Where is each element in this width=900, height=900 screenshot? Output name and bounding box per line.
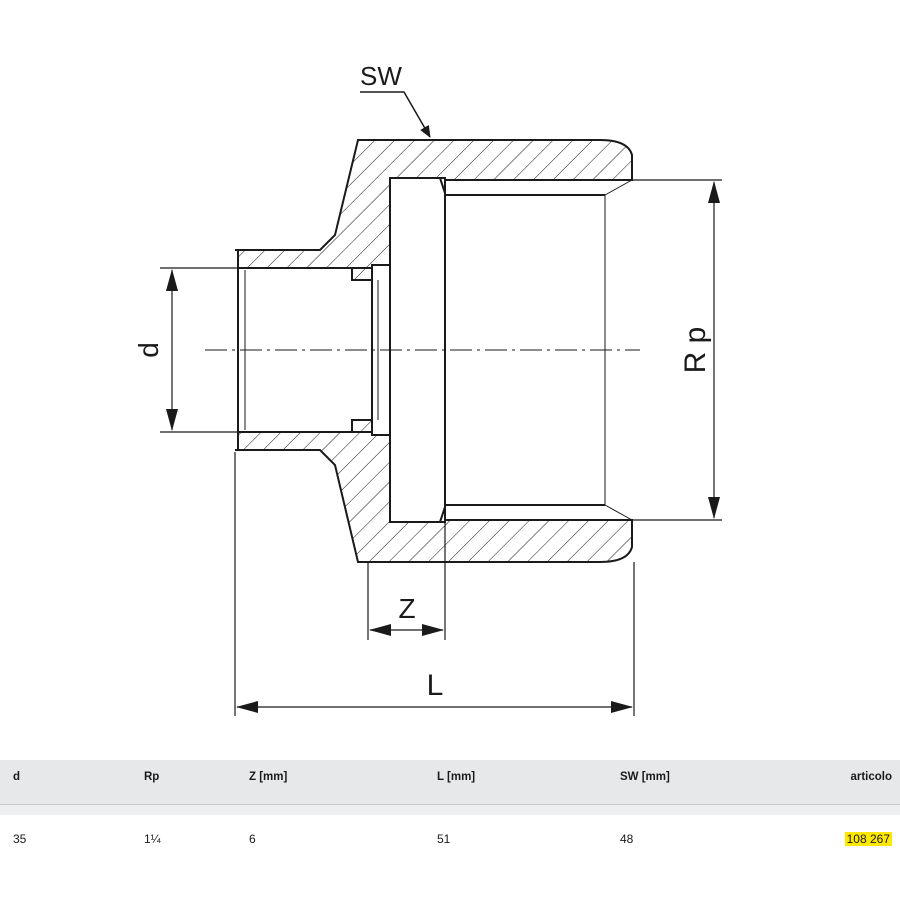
header-sw: SW [mm] [620, 771, 670, 783]
cell-articolo: 108 267 [844, 815, 892, 863]
fitting-top-wall [235, 139, 633, 281]
header-z: Z [mm] [249, 771, 288, 783]
z-label: Z [398, 593, 415, 624]
header-divider [0, 805, 900, 815]
rp-dimension [632, 179, 722, 521]
header-l: L [mm] [437, 771, 476, 783]
article-number: 108 267 [844, 832, 892, 846]
rp-label: R p [679, 327, 712, 374]
header-d: d [13, 771, 21, 783]
d-label: d [133, 342, 164, 358]
header-articolo: articolo [850, 771, 892, 783]
bore-contour [237, 177, 633, 523]
l-label: L [427, 669, 444, 702]
table-header: d Rp Z [mm] L [mm] SW [mm] articolo [0, 760, 900, 805]
l-dimension [234, 452, 635, 716]
sw-leader: SW [360, 61, 431, 138]
z-dimension [367, 522, 446, 640]
cell-sw: 48 [620, 832, 634, 846]
spec-table: d Rp Z [mm] L [mm] SW [mm] articolo 35 1… [0, 760, 900, 863]
fitting-bottom-wall [235, 419, 633, 563]
table-row: 35 1¼ 6 51 48 108 267 [0, 815, 900, 863]
technical-drawing: SW d R p Z L [133, 61, 722, 716]
sw-label: SW [360, 61, 402, 91]
cell-z: 6 [249, 832, 256, 846]
cell-d: 35 [13, 832, 27, 846]
cell-rp: 1¼ [144, 832, 161, 846]
cell-l: 51 [437, 832, 451, 846]
header-rp: Rp [144, 771, 160, 783]
d-dimension [160, 267, 238, 433]
